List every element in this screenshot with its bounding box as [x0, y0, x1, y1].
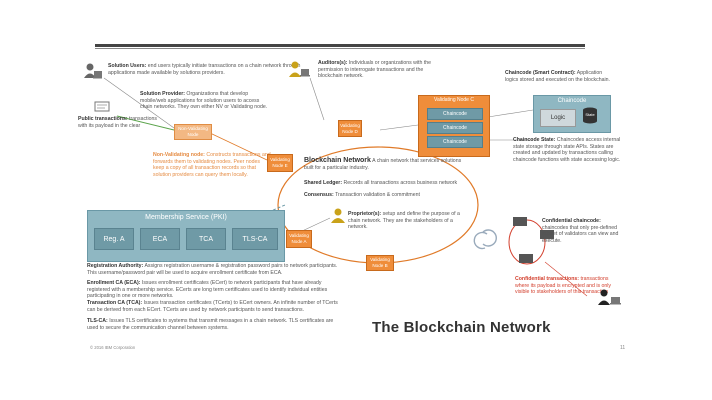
logic-block: Logic — [540, 109, 576, 127]
solution-users-text: Solution Users: end users typically init… — [108, 63, 301, 76]
proprietors-text: Proprietor(s): setup and define the purp… — [348, 211, 460, 231]
public-transactions-text: Public transactions: transactions with i… — [78, 116, 158, 129]
confidential-transactions-text: Confidential transactions: transactions … — [515, 276, 612, 296]
validating-node-b: Validating Node B — [366, 255, 394, 271]
chaincode-box: Chaincode Logic State — [533, 95, 611, 133]
shared-ledger-text: Shared Ledger: Records all transactions … — [304, 180, 458, 186]
header-rule-thin — [95, 48, 585, 49]
non-validating-node-desc: Non-Validating node: Constructs transact… — [153, 152, 271, 178]
confidential-node — [519, 254, 533, 263]
validating-node-c: Validating Node C Chaincode Chaincode Ch… — [418, 95, 490, 157]
non-validating-node: Non-Validating Node — [174, 124, 212, 140]
blockchain-network-text: Blockchain Network A chain network that … — [304, 157, 462, 171]
exchange-arrow-icon — [482, 229, 497, 247]
copyright: © 2016 IBM Corporation — [90, 345, 136, 350]
pki-title: Membership Service (PKI) — [145, 214, 227, 221]
tca-button: TCA — [186, 228, 226, 250]
confidential-node — [540, 230, 554, 239]
chaincode-smart-contract-text: Chaincode (Smart Contract): Application … — [505, 70, 610, 83]
chaincode-state-text: Chaincode State: Chaincodes access inter… — [513, 137, 621, 163]
public-transaction-icon — [94, 101, 110, 112]
header-rule — [95, 44, 585, 47]
chaincode-item: Chaincode — [427, 108, 483, 120]
connector-users — [103, 77, 175, 129]
connector-node-c — [379, 124, 419, 131]
transaction-ca-text: Transaction CA (TCA): Issues transaction… — [87, 300, 338, 313]
database-state-icon — [583, 107, 597, 124]
confidential-node — [513, 217, 527, 226]
slide-title: The Blockchain Network — [372, 319, 551, 336]
connector-proprietor — [299, 217, 331, 233]
chaincode-box-title: Chaincode — [557, 98, 587, 104]
validating-node-a: Validating Node A — [286, 230, 312, 248]
validating-node-d: Validating Node D — [338, 120, 362, 137]
solution-provider-text: Solution Provider: Organizations that de… — [140, 91, 268, 111]
eca-button: ECA — [140, 228, 180, 250]
proprietor-icon — [331, 208, 345, 223]
connector-auditor — [309, 77, 325, 121]
user-computer-icon-2 — [598, 289, 621, 305]
tls-ca-text: TLS-CA: Issues TLS certificates to syste… — [87, 318, 334, 331]
enrollment-ca-text: Enrollment CA (ECA): Issues enrollment c… — [87, 280, 328, 300]
confidential-chaincode-text: Confidential chaincode: chaincodes that … — [542, 218, 619, 244]
user-computer-icon — [84, 63, 102, 79]
connector-public-tx — [116, 115, 175, 131]
confidential-ellipse — [508, 219, 546, 265]
auditors-text: Auditors(s): Individuals or organization… — [318, 60, 432, 80]
state-label: State — [585, 112, 595, 117]
chaincode-item: Chaincode — [427, 136, 483, 148]
exchange-arrow-icon-2 — [473, 231, 488, 250]
registration-authority-text: Registration Authority: Assigns registra… — [87, 263, 338, 276]
validating-node-e: Validating Node E — [267, 154, 293, 172]
consensus-text: Consensus: Transaction validation & comm… — [304, 192, 420, 198]
chaincode-item: Chaincode — [427, 122, 483, 134]
validating-node-c-label: Validating Node C — [434, 97, 474, 103]
reg-a-button: Reg. A — [94, 228, 134, 250]
connector-nv-to-e — [209, 132, 268, 161]
connector-chaincode — [487, 109, 534, 118]
tls-ca-button: TLS-CA — [232, 228, 278, 250]
auditor-icon — [289, 61, 310, 77]
page-number: 11 — [620, 345, 626, 351]
membership-service-pki: Membership Service (PKI) Reg. A ECA TCA … — [87, 210, 285, 262]
connector-conf-tx — [544, 261, 588, 297]
